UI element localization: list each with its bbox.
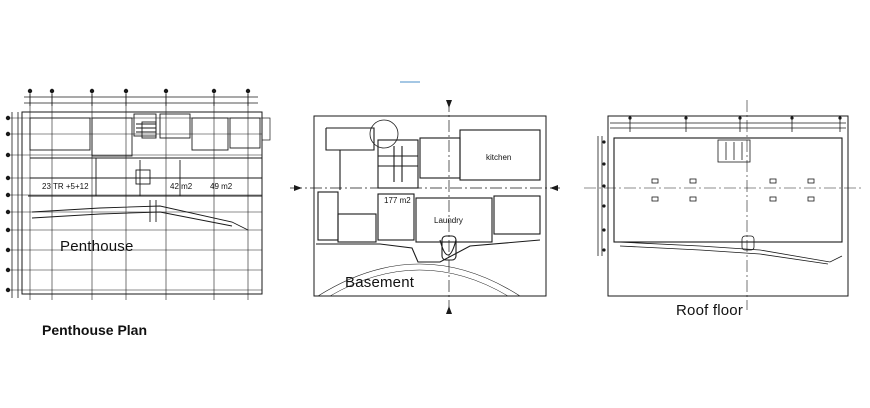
basement-rooms xyxy=(316,119,541,263)
penthouse-plan xyxy=(5,88,271,300)
roof-grid-markers xyxy=(602,116,842,252)
penthouse-plan-caption: Penthouse Plan xyxy=(42,322,148,338)
basement-section-markers xyxy=(294,100,558,314)
roof-vents xyxy=(651,178,815,202)
roof-floor-title: Roof floor xyxy=(676,302,744,319)
roof-plan xyxy=(584,100,862,310)
penthouse-room-label-2: 42 m2 xyxy=(170,182,193,191)
roof-slab xyxy=(613,137,843,243)
penthouse-room-label-3: 49 m2 xyxy=(210,182,233,191)
penthouse-grid-markers xyxy=(5,88,251,293)
basement-outline xyxy=(313,115,547,297)
roof-stair xyxy=(717,139,751,163)
penthouse-title: Penthouse xyxy=(60,238,134,255)
basement-room-label-laundry: Laundry xyxy=(434,216,463,225)
basement-arc-inner xyxy=(329,269,509,297)
basement-arc-outer xyxy=(317,263,521,297)
roof-top-dimension xyxy=(610,119,846,132)
basement-room-label-kitchen: kitchen xyxy=(486,153,512,162)
penthouse-room-label-1: 23 TR +5+12 xyxy=(42,182,89,191)
basement-title: Basement xyxy=(345,274,415,291)
penthouse-left-dimension xyxy=(11,112,19,298)
penthouse-rooms xyxy=(28,113,262,231)
penthouse-top-dimension xyxy=(24,94,258,106)
roof-outline xyxy=(607,115,849,297)
basement-room-label-area: 177 m2 xyxy=(384,196,411,205)
basement-plan xyxy=(290,81,560,314)
penthouse-outline xyxy=(21,111,263,295)
